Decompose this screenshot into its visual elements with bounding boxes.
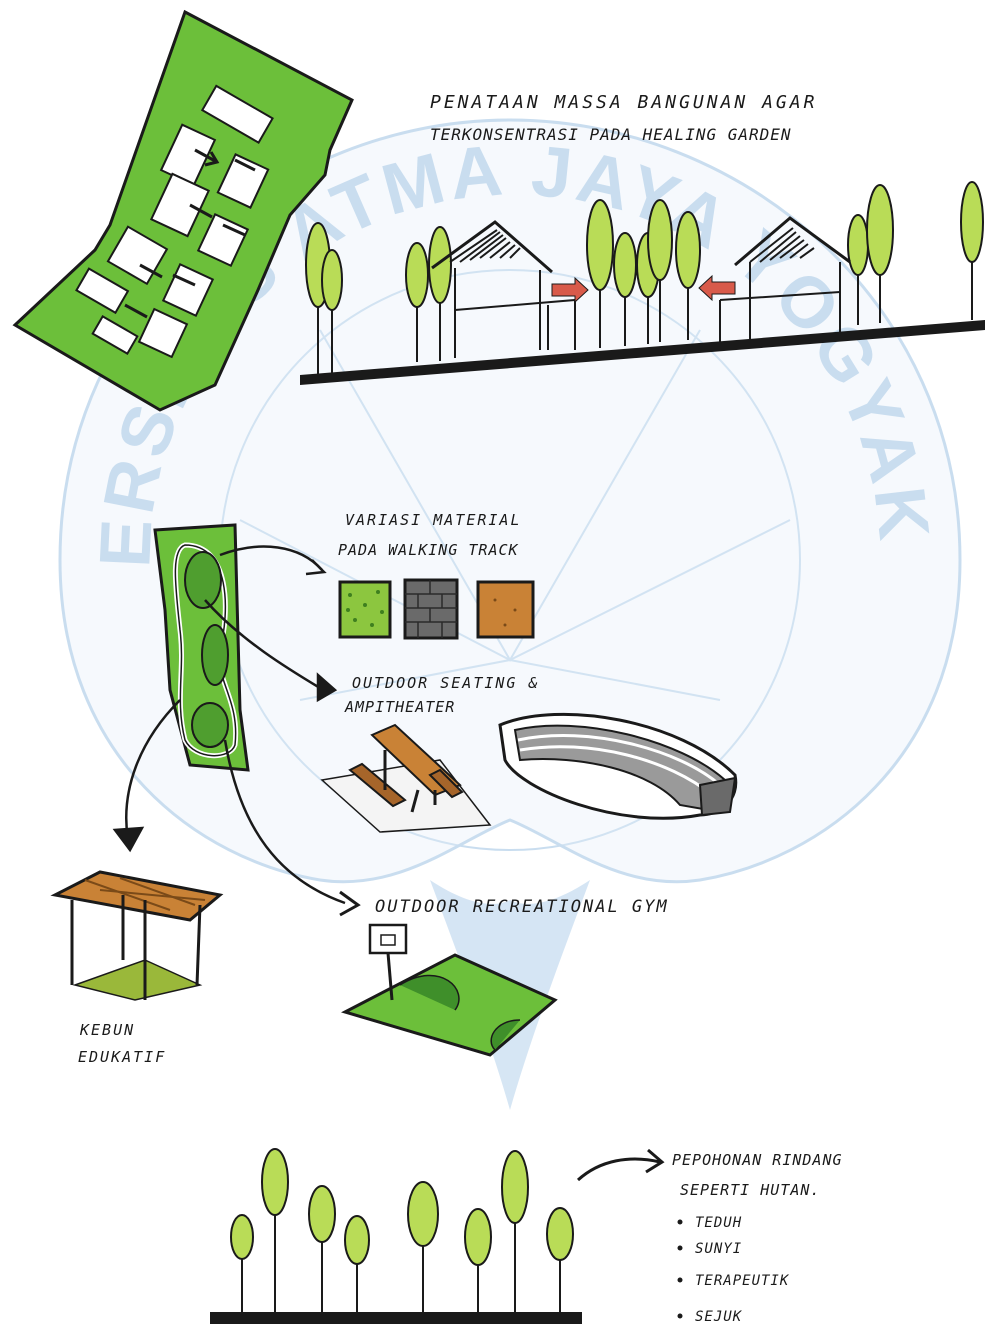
track-text-line2: PADA WALKING TRACK	[338, 541, 519, 559]
track-text-line1: VARIASI MATERIAL	[345, 511, 522, 529]
grass-swatch	[338, 580, 392, 639]
kebun-label-line2: EDUKATIF	[78, 1048, 166, 1066]
massing-text-line2: TERKONSENTRASI PADA HEALING GARDEN	[430, 125, 792, 144]
connector-arrows	[112, 545, 361, 917]
forest-trees	[210, 1148, 582, 1324]
section-arrow-right	[551, 276, 589, 304]
wood-swatch	[476, 580, 535, 639]
gym-court	[341, 923, 558, 1057]
section-pavilion-right	[719, 216, 851, 345]
forest-text-line1: PEPOHONAN RINDANG	[672, 1151, 843, 1169]
kebun-pavilion	[50, 870, 224, 1001]
section-sketch	[300, 181, 985, 385]
amphitheater	[498, 712, 738, 820]
brick-swatch	[403, 578, 459, 640]
forest-text-line2: SEPERTI HUTAN.	[680, 1181, 820, 1199]
section-trees	[305, 181, 984, 375]
forest-bullet-3: TERAPEUTIK	[695, 1273, 790, 1289]
basketball-hoop	[368, 923, 408, 1001]
seating-text-line2: AMPITHEATER	[344, 698, 455, 716]
forest-arrow	[576, 1148, 665, 1182]
seating-text-line1: OUTDOOR SEATING &	[352, 674, 540, 692]
forest-bullets: TEDUH SUNYI TERAPEUTIK SEJUK	[677, 1215, 790, 1325]
gym-label: OUTDOOR RECREATIONAL GYM	[375, 897, 669, 917]
forest-bullet-1: TEDUH	[695, 1215, 742, 1231]
material-swatches	[338, 578, 535, 640]
forest-bullet-2: SUNYI	[695, 1241, 742, 1257]
site-plan	[12, 9, 354, 412]
forest-bullet-4: SEJUK	[695, 1309, 743, 1325]
kebun-label-line1: KEBUN	[79, 1021, 135, 1039]
massing-text-line1: PENATAAN MASSA BANGUNAN AGAR	[430, 92, 817, 113]
picnic-table	[320, 723, 492, 833]
section-arrow-left	[698, 274, 736, 302]
walking-track-plan	[153, 523, 250, 772]
